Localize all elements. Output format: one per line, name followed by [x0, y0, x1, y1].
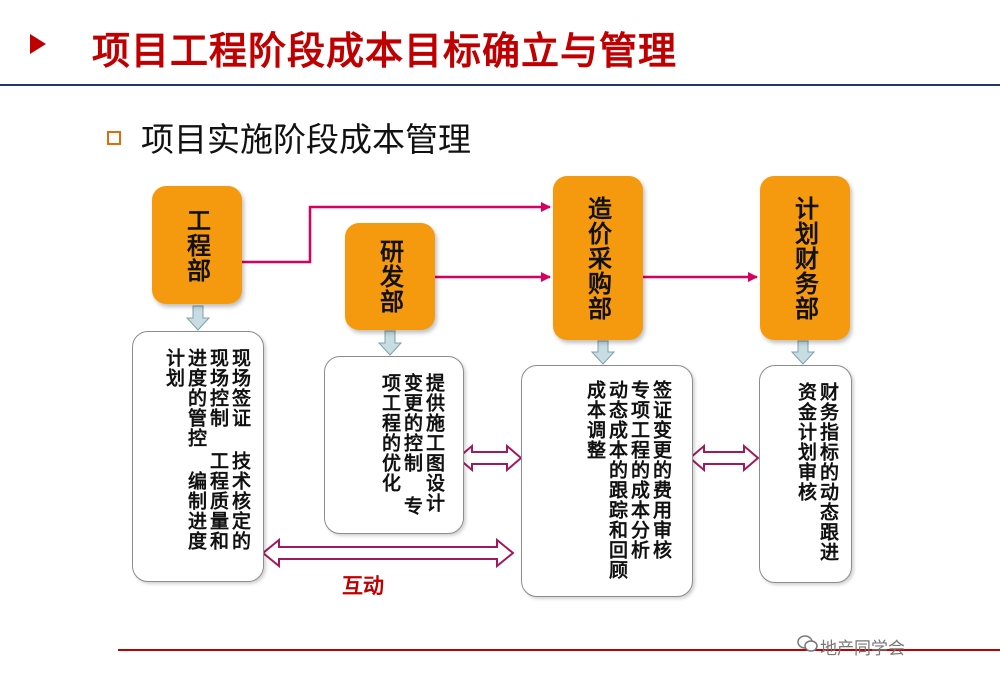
dept-planning-finance: 计划财务部	[760, 176, 850, 340]
dept-engineering-label: 工程部	[182, 207, 211, 283]
double-arrow-cost-finance-icon	[688, 443, 760, 473]
interaction-label: 互动	[342, 574, 384, 598]
title-divider	[0, 84, 1000, 86]
double-arrow-rd-cost-icon	[456, 443, 523, 473]
desc-engineering-text: 现场签证 技术核定的现场控制 工程质量和进度的管控 编制进度计划	[163, 348, 251, 551]
watermark-text: 地产同学会	[820, 639, 905, 659]
subtitle-bullet-icon	[107, 131, 121, 145]
footer-line	[118, 649, 1000, 651]
flow-arrow-engineering-to-cost	[242, 202, 551, 264]
desc-engineering: 现场签证 技术核定的现场控制 工程质量和进度的管控 编制进度计划	[132, 331, 264, 582]
desc-cost-procurement-text: 签证变更的费用审核 专项工程的成本分析 动态成本的跟踪和回顾 成本调整	[584, 380, 672, 580]
down-arrow-rd-icon	[377, 330, 403, 356]
title-bar: 项目工程阶段成本目标确立与管理	[0, 0, 1000, 88]
subtitle: 项目实施阶段成本管理	[141, 120, 471, 159]
desc-rd-text: 提供施工图设计变更的控制 专项工程的优化	[379, 373, 445, 516]
desc-rd: 提供施工图设计变更的控制 专项工程的优化	[324, 356, 464, 534]
double-arrow-engineering-cost-icon	[261, 537, 515, 569]
desc-cost-procurement: 签证变更的费用审核 专项工程的成本分析 动态成本的跟踪和回顾 成本调整	[521, 365, 693, 597]
dept-planning-finance-label: 计划财务部	[790, 195, 819, 321]
down-arrow-finance-icon	[790, 340, 816, 365]
wechat-icon	[797, 635, 818, 652]
down-arrow-cost-icon	[590, 340, 616, 365]
dept-cost-procurement: 造价采购部	[553, 176, 643, 340]
dept-cost-procurement-label: 造价采购部	[583, 195, 612, 321]
desc-planning-finance: 财务指标的动态跟进 资金计划审核	[759, 365, 852, 583]
page-title: 项目工程阶段成本目标确立与管理	[92, 29, 678, 73]
dept-rd: 研发部	[345, 223, 435, 330]
down-arrow-engineering-icon	[185, 305, 211, 331]
desc-planning-finance-text: 财务指标的动态跟进 资金计划审核	[795, 382, 839, 562]
dept-engineering: 工程部	[152, 186, 242, 304]
title-arrow-icon	[30, 34, 46, 54]
dept-rd-label: 研发部	[375, 239, 404, 314]
